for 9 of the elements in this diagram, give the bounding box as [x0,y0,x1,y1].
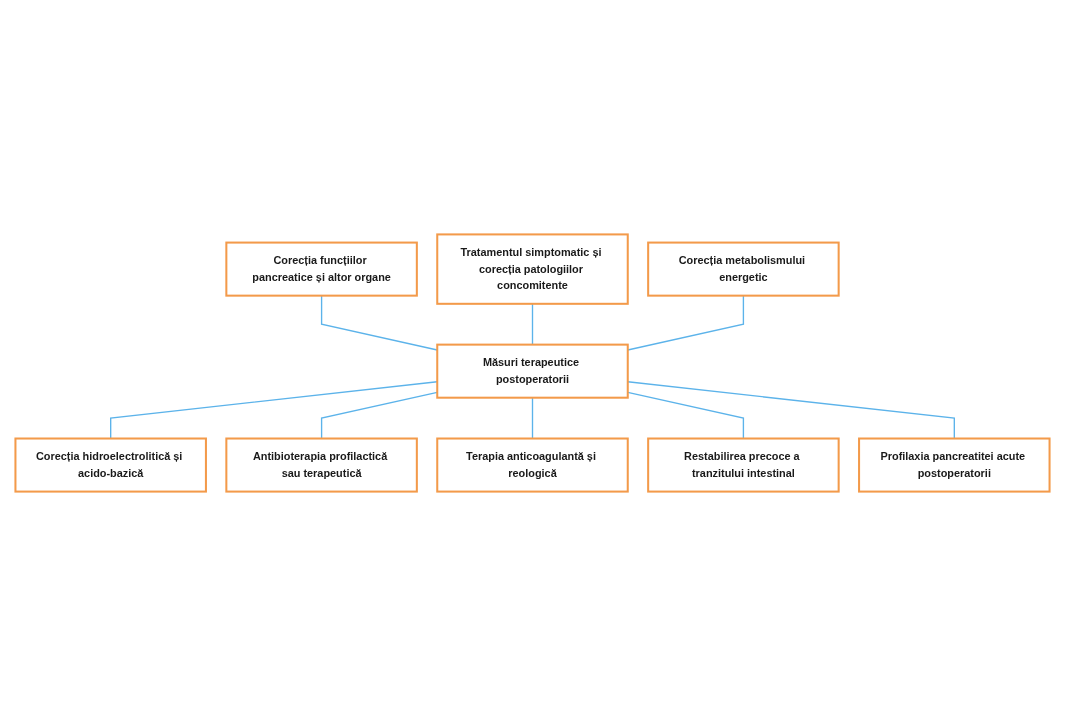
node-box: Corecția hidroelectrolitică și acido-bazică [14,437,207,493]
node-box: Tratamentul simptomatic și corecția patologiilor concomitente [436,233,629,305]
node-box: Profilaxia pancreatitei acute postoperatorii [858,437,1051,493]
node-box: Corecția metabolismului energetic [647,241,840,297]
node-box: Terapia anticoagulantă și reologică [436,437,629,493]
node-box: Restabilirea precoce a tranzitului intestinal [647,437,840,493]
node-box: Corecția funcțiilor pancreatice și altor organe [225,241,418,297]
node-box: Antibioterapia profilactică sau terapeutică [225,437,418,493]
node-box: Măsuri terapeutice postoperatorii [436,343,629,399]
